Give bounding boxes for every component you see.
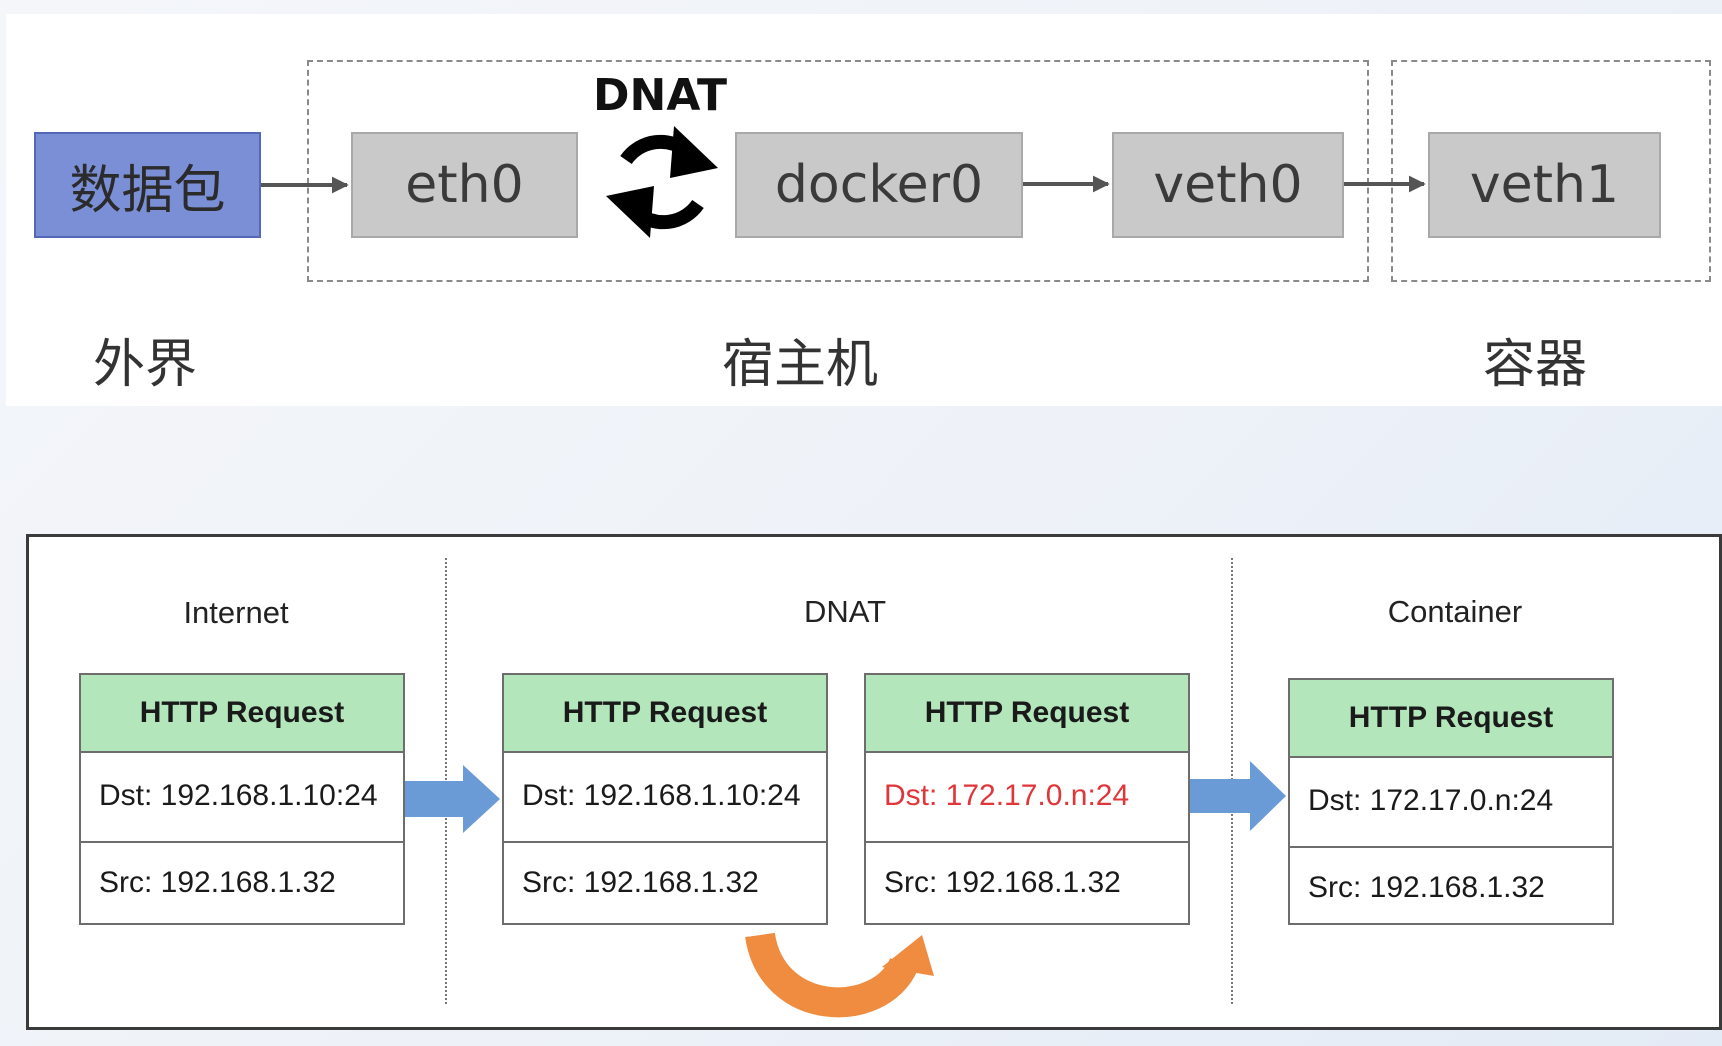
packet-src: Src: 192.168.1.32: [99, 866, 336, 899]
packet-header: HTTP Request: [1290, 680, 1612, 758]
flow-arrow-internet-to-dnat: [405, 765, 500, 833]
packet-dst: Dst: 192.168.1.10:24: [81, 751, 403, 843]
veth1-node-label: veth1: [1469, 155, 1620, 215]
packet-table-container: HTTP Request Dst: 172.17.0.n:24 Src: 192…: [1288, 678, 1614, 925]
rewrite-arrow: [745, 931, 934, 1018]
packet-dst: Dst: 172.17.0.n:24: [1290, 756, 1612, 848]
zone-label-container: 容器: [1482, 335, 1587, 395]
eth0-node-label: eth0: [405, 155, 524, 215]
eth0-node: eth0: [351, 132, 578, 238]
section-label-dnat: DNAT: [803, 594, 887, 629]
packet-node: 数据包: [34, 132, 261, 238]
docker0-node-label: docker0: [774, 155, 984, 215]
section-label-container: Container: [1387, 594, 1523, 629]
packet-header: HTTP Request: [504, 675, 826, 753]
packet-table-dnat-before: HTTP Request Dst: 192.168.1.10:24 Src: 1…: [502, 673, 828, 925]
container-boundary: [1391, 60, 1711, 282]
section-label-internet: Internet: [183, 595, 289, 630]
zone-label-host: 宿主机: [721, 335, 878, 395]
flow-arrow-dnat-to-container: [1190, 761, 1286, 831]
packet-src: Src: 192.168.1.32: [884, 866, 1121, 899]
docker0-node: docker0: [735, 132, 1023, 238]
packet-table-internet: HTTP Request Dst: 192.168.1.10:24 Src: 1…: [79, 673, 405, 925]
packet-node-label: 数据包: [69, 160, 226, 221]
packet-src: Src: 192.168.1.32: [1308, 871, 1545, 904]
host-boundary: [307, 60, 1369, 282]
dnat-top-label: DNAT: [593, 70, 727, 121]
dnat-refresh-icon: [606, 126, 718, 238]
top-connectors: [261, 126, 1426, 238]
packet-dst: Dst: 192.168.1.10:24: [504, 751, 826, 843]
zone-label-outside: 外界: [92, 335, 197, 395]
veth0-node: veth0: [1112, 132, 1344, 238]
packet-header: HTTP Request: [866, 675, 1188, 753]
packet-table-dnat-after: HTTP Request Dst: 172.17.0.n:24 Src: 192…: [864, 673, 1190, 925]
veth0-node-label: veth0: [1153, 155, 1303, 215]
packet-dst-rewritten: Dst: 172.17.0.n:24: [866, 751, 1188, 843]
veth1-node: veth1: [1428, 132, 1661, 238]
packet-src: Src: 192.168.1.32: [522, 866, 759, 899]
packet-header: HTTP Request: [81, 675, 403, 753]
